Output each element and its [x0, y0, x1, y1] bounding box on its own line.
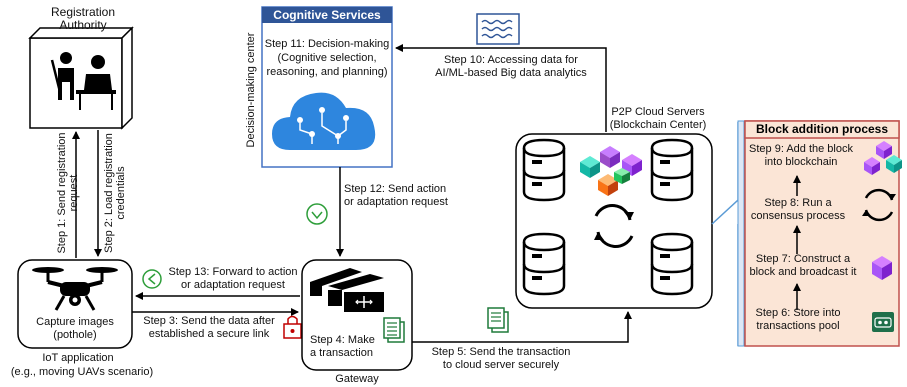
step13-label-line1: Step 13: Forward to action	[168, 266, 298, 278]
step7-line1: Step 7: Construct a	[755, 253, 851, 265]
step6-line1: Step 6: Store into	[755, 307, 841, 319]
step5-arrow	[412, 311, 632, 343]
blockchain-network-icon	[864, 141, 902, 175]
big-data-icon	[476, 13, 520, 45]
transactions-pool-icon	[872, 312, 894, 332]
step7-line2: block and broadcast it	[749, 266, 857, 278]
database-icon	[522, 138, 566, 202]
step12-label-line1: Step 12: Send action	[344, 183, 447, 195]
step1-label-line1: Step 1: Send registration	[56, 132, 68, 254]
step1-label-line2: request	[68, 174, 80, 212]
decision-center-label: Decision-making center	[245, 32, 257, 148]
router-icon	[310, 268, 384, 312]
gateway-step4-line2: a transaction	[310, 347, 373, 359]
drone-icon	[32, 267, 118, 311]
registration-title-line2: Authority	[59, 18, 107, 32]
gateway-label: Gateway	[335, 373, 379, 385]
cognitive-cloud-icon	[272, 92, 376, 150]
step2-label: Step 2: Load registration credentials	[103, 128, 127, 258]
secure-lock-icon	[283, 315, 302, 339]
step8-line1: Step 8: Run a	[764, 197, 832, 209]
block-process-stripe	[737, 120, 745, 347]
step10-label-line1: Step 10: Accessing data for	[444, 54, 578, 66]
step11-line2: (Cognitive selection,	[277, 52, 377, 64]
step12-label-line2: or adaptation request	[344, 196, 448, 208]
sync-cycle-icon	[594, 204, 634, 248]
step9-line2: into blockchain	[764, 156, 838, 168]
step1-label: Step 1: Send registration request	[56, 128, 80, 258]
database-icon	[650, 138, 694, 202]
gateway-box	[301, 259, 413, 371]
cloud-title-line1: P2P Cloud Servers	[611, 106, 705, 118]
step13-chevron-icon	[142, 269, 162, 289]
step6-line2: transactions pool	[756, 320, 840, 332]
step13-label-line2: or adaptation request	[181, 279, 285, 291]
step2-label-line1: Step 2: Load registration	[103, 133, 115, 253]
step11-line3: reasoning, and planning)	[266, 66, 388, 78]
iot-caption-line2: (pothole)	[53, 329, 97, 341]
step5-label-line2: to cloud server securely	[442, 359, 560, 371]
step10-label-line2: AI/ML-based Big data analytics	[435, 67, 587, 79]
cloud-title-line2: (Blockchain Center)	[609, 119, 707, 131]
gateway-document-icon	[383, 317, 405, 343]
registration-authority-box	[28, 26, 134, 130]
block-addition-title-bar	[744, 120, 900, 139]
step10-arrow	[395, 44, 607, 132]
block-process-title: Block addition process	[755, 122, 889, 136]
step9-line1: Step 9: Add the block	[749, 143, 853, 155]
database-icon	[650, 232, 694, 296]
iot-app-line2: (e.g., moving UAVs scenario)	[10, 366, 154, 378]
cognitive-services-title: Cognitive Services	[262, 7, 392, 23]
blockchain-cubes-icon	[580, 146, 642, 196]
block-process-bracket	[711, 122, 739, 346]
consensus-cycle-icon	[862, 188, 896, 222]
step3-label-line1: Step 3: Send the data after	[143, 315, 275, 327]
step5-document-icon	[487, 307, 509, 333]
step12-chevron-icon	[306, 203, 328, 225]
step5-label-line1: Step 5: Send the transaction	[431, 346, 571, 358]
block-cube-icon	[872, 256, 892, 280]
iot-app-line1: IoT application	[42, 352, 114, 364]
registration-title-line1: Registration	[50, 5, 116, 19]
gateway-step4-line1: Step 4: Make	[310, 334, 375, 346]
step8-line2: consensus process	[750, 210, 846, 222]
registration-officer-icon	[50, 52, 116, 110]
step11-line1: Step 11: Decision-making	[264, 38, 390, 50]
step2-label-line2: credentials	[115, 166, 127, 220]
database-icon	[522, 232, 566, 296]
iot-caption-line1: Capture images	[36, 316, 114, 328]
step3-label-line2: established a secure link	[148, 328, 270, 340]
